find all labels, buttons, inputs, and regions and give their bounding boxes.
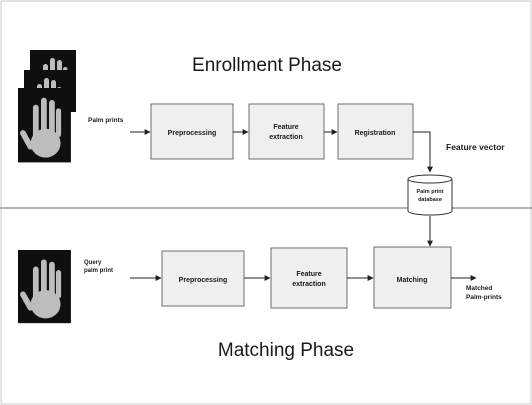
matching-title: Matching Phase <box>218 340 354 361</box>
palm-prints-label: Palm prints <box>88 117 124 124</box>
enroll-feature-label-line1: Feature <box>273 124 298 131</box>
database-label-line1: Palm print <box>417 189 444 195</box>
feature-vector-label: Feature vector <box>446 142 505 152</box>
query-palm-print-image <box>18 250 71 324</box>
match-preprocessing-box <box>161 250 245 307</box>
enrollment-title: Enrollment Phase <box>192 55 342 76</box>
database-label-line2: database <box>418 197 442 203</box>
match-preprocessing-label: Preprocessing <box>179 277 228 284</box>
matching-label: Matching <box>397 277 428 284</box>
registration-label: Registration <box>355 130 396 137</box>
matched-label-line1: Matched <box>466 285 492 292</box>
match-feature-extraction-box <box>270 247 348 309</box>
query-label-line1: Query <box>84 260 102 266</box>
registration-box <box>337 103 414 160</box>
matched-label-line2: Palm-prints <box>466 294 502 301</box>
match-feature-label-line1: Feature <box>296 271 321 278</box>
arrow-registration-to-database <box>413 131 433 173</box>
enroll-preprocessing-label: Preprocessing <box>168 130 217 137</box>
palm-print-database <box>407 174 453 216</box>
matching-title-box <box>198 320 376 382</box>
enroll-feature-extraction-box <box>248 103 325 160</box>
enroll-preprocessing-box <box>150 103 234 160</box>
query-label-line2: palm print <box>84 268 113 274</box>
enroll-feature-label-line2: extraction <box>269 134 302 141</box>
enrollment-title-box <box>160 38 396 90</box>
matching-box <box>373 246 452 309</box>
match-feature-label-line2: extraction <box>292 281 325 288</box>
